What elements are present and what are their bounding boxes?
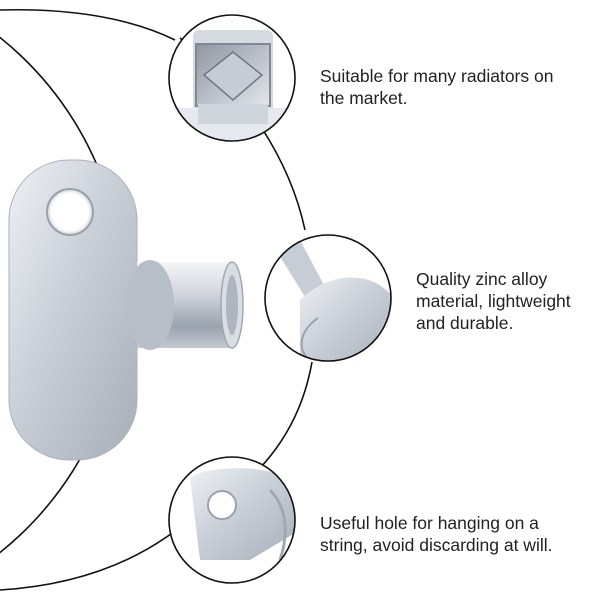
square-socket-detail [168,14,296,142]
feature-text-compatibility: Suitable for many radiators on the marke… [320,65,553,109]
bent-tab-detail [264,234,392,362]
feature-line: Suitable for many radiators on [320,66,554,86]
feature-text-material: Quality zinc alloy material, lightweight… [416,268,571,334]
feature-line: string, avoid discarding at will. [320,535,553,555]
feature-line: Useful hole for hanging on a [320,513,539,533]
feature-line: Quality zinc alloy [416,269,548,289]
feature-line: and durable. [416,313,514,333]
feature-text-hanging-hole: Useful hole for hanging on a string, avo… [320,512,552,556]
hanging-hole-detail [168,456,296,584]
radiator-key-product [8,159,244,461]
feature-line: the market. [320,88,408,108]
feature-line: material, lightweight [416,291,571,311]
